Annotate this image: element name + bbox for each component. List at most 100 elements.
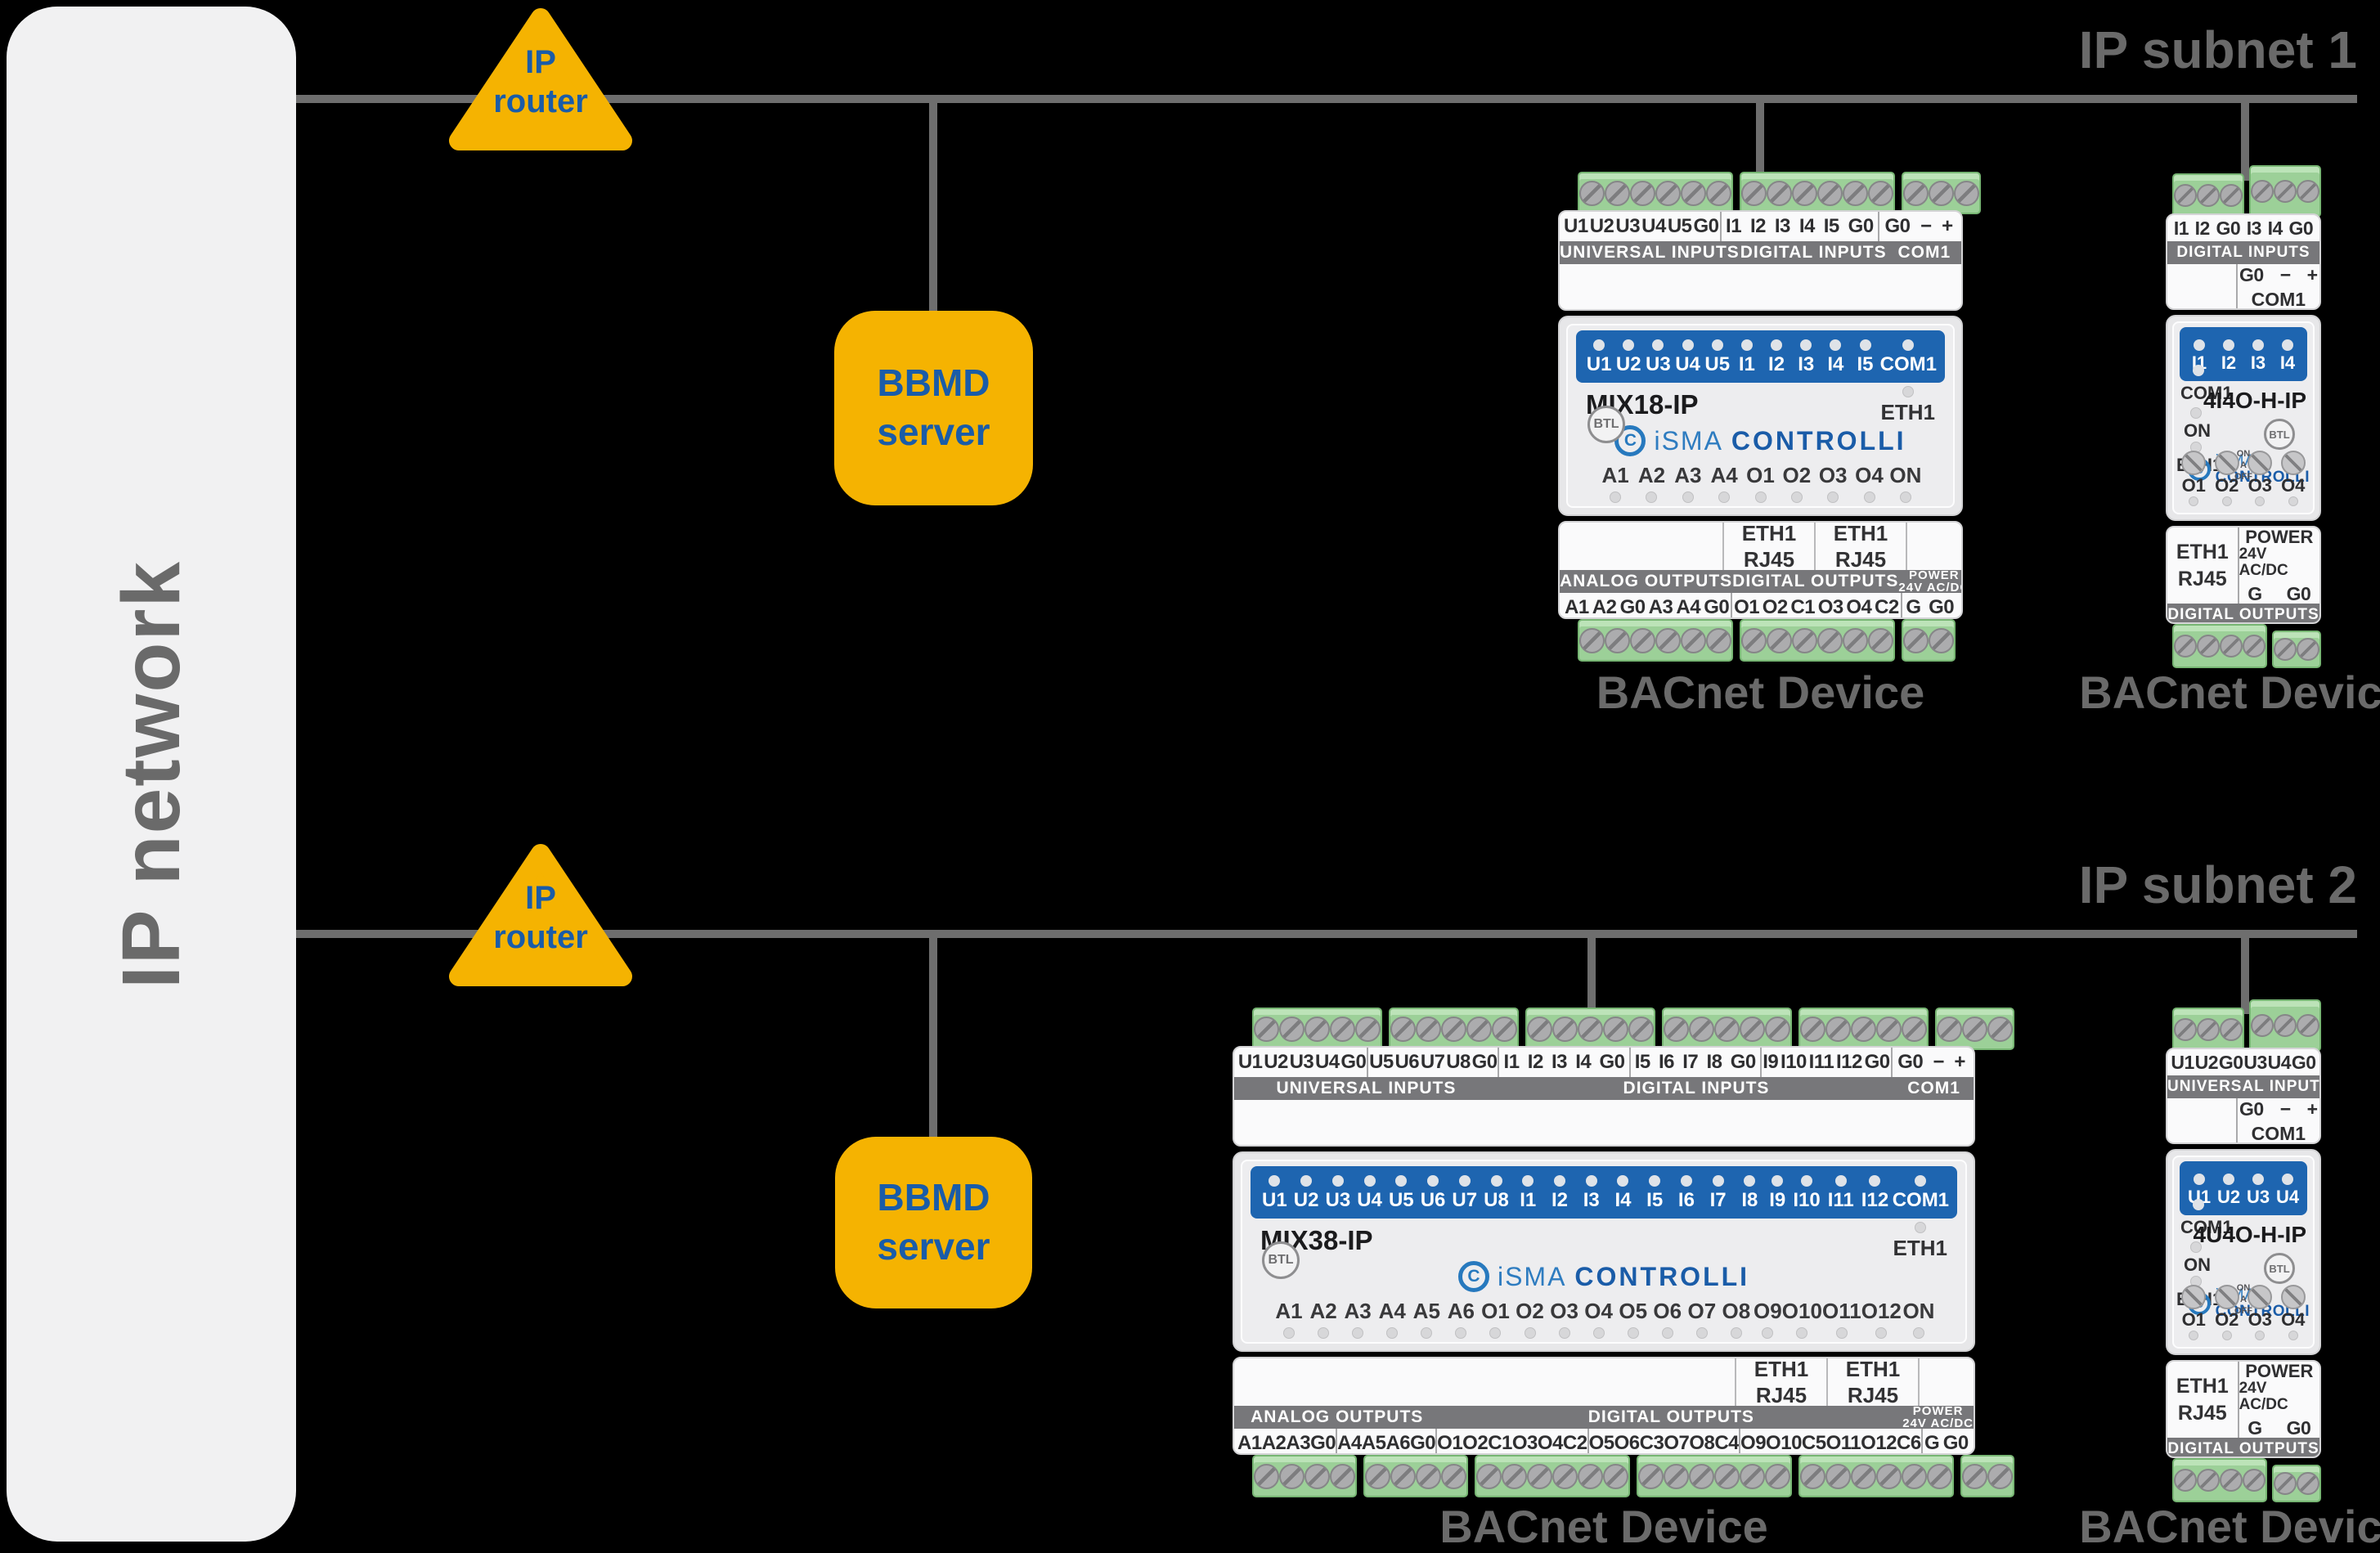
terminal-screw <box>1390 1463 1416 1489</box>
terminal-screw <box>1552 1463 1578 1489</box>
led-indicator <box>1421 1326 1433 1339</box>
terminal-group: G0−+ <box>2239 1098 2318 1120</box>
status-led: I1 <box>1739 339 1755 375</box>
band-label-line: 24V AC/DC <box>1898 581 1963 595</box>
terminal-screw <box>1767 180 1792 206</box>
led-indicator <box>1427 1174 1439 1187</box>
terminal-screw <box>1630 180 1655 206</box>
status-led: A5 <box>1413 1299 1440 1339</box>
btl-badge: BTL <box>1587 406 1625 443</box>
faceplate-labels: COM1ONETH14I4O-H-IPBTLCiSMACONTROLLI <box>2174 381 2313 485</box>
led-indicator <box>1395 1174 1408 1187</box>
led-group: COM1 <box>1880 330 1937 383</box>
terminal-label: O2 <box>1462 1432 1489 1454</box>
led-indicator <box>1740 339 1753 351</box>
led-indicator <box>1553 1174 1565 1187</box>
led-indicator <box>1585 1174 1597 1187</box>
led-label: U4 <box>2275 1187 2300 1207</box>
terminal-screw <box>1929 180 1954 206</box>
terminal-label: G <box>2248 1416 2262 1439</box>
rotary-mark: OFF <box>2234 471 2252 482</box>
terminal-label: I6 <box>1659 1051 1675 1073</box>
port-sublabel: RJ45 <box>2177 567 2227 590</box>
led-label: ON <box>1902 1299 1935 1324</box>
band-label: DIGITAL INPUTS <box>1740 243 1887 262</box>
led-label: O9 <box>1753 1299 1782 1324</box>
terminal-screw <box>1579 627 1605 653</box>
bbmd-label: BBMD server <box>877 359 990 457</box>
terminal-label: U7 <box>1420 1051 1445 1073</box>
terminal-screw <box>1714 1463 1740 1489</box>
ip-network-label: IP network <box>105 559 197 989</box>
terminal-label: G0 <box>1410 1432 1436 1454</box>
led-indicator <box>2223 1174 2234 1185</box>
terminal-screw <box>1681 627 1706 653</box>
terminal-screw <box>2251 1014 2274 1037</box>
band-label: DIGITAL OUTPUTS <box>2167 606 2319 624</box>
status-led: O4 <box>1855 464 1884 503</box>
status-led: I5 <box>1646 1174 1663 1210</box>
bacnet-device-caption: BACnet Device <box>1596 667 1925 718</box>
terminal-label: G0 <box>2291 1051 2316 1073</box>
led-label: A6 <box>1447 1299 1475 1324</box>
terminal-screw <box>1681 180 1706 206</box>
led-label: A1 <box>1275 1299 1303 1324</box>
led-label: I12 <box>1861 1188 1889 1211</box>
status-led: I4 <box>2280 339 2295 372</box>
eth1-label: ETH1 <box>1893 1236 1947 1260</box>
terminal-screw <box>2197 1018 2220 1041</box>
terminal-screw <box>1578 1016 1603 1042</box>
status-led: COM1 <box>1880 339 1937 375</box>
terminal-screw <box>1706 627 1731 653</box>
terminal-screw <box>1416 1016 1441 1042</box>
led-label: I10 <box>1793 1188 1821 1211</box>
terminal-label: U4 <box>2267 1051 2292 1073</box>
terminal-screw <box>1689 1016 1714 1042</box>
led-label: I4 <box>1827 352 1844 375</box>
terminal-screw <box>1502 1463 1527 1489</box>
output-led <box>2221 1331 2232 1340</box>
rotary-knob <box>2181 451 2207 475</box>
terminal-screw <box>2220 635 2243 658</box>
led-indicator <box>1627 1326 1639 1339</box>
status-led: O3 <box>1550 1299 1578 1339</box>
terminal-screw <box>1390 1016 1416 1042</box>
led-label: O11 <box>1822 1299 1861 1324</box>
terminal-label: G0 <box>1599 1051 1625 1073</box>
led-label: A1 <box>1601 463 1629 488</box>
led-label: A2 <box>1637 463 1666 488</box>
status-led: U4 <box>1675 339 1700 375</box>
led-label: I6 <box>1677 1188 1695 1211</box>
status-led: I4 <box>1827 339 1843 375</box>
terminal-label: − <box>1920 215 1932 237</box>
terminal-group: G0−+ <box>2239 264 2318 286</box>
terminal-screw <box>1962 1463 1987 1489</box>
terminal-label: U3 <box>2243 1051 2267 1073</box>
terminal-label: − <box>1933 1051 1945 1073</box>
terminal-screw <box>1476 1463 1502 1489</box>
terminal-screw <box>1441 1016 1466 1042</box>
led-label: O7 <box>1687 1299 1717 1324</box>
terminal-screw <box>1579 180 1605 206</box>
terminal-screw <box>2297 638 2319 661</box>
led-label: O4 <box>1584 1299 1613 1324</box>
led-indicator <box>1300 1174 1313 1187</box>
led-indicator <box>1682 491 1694 503</box>
